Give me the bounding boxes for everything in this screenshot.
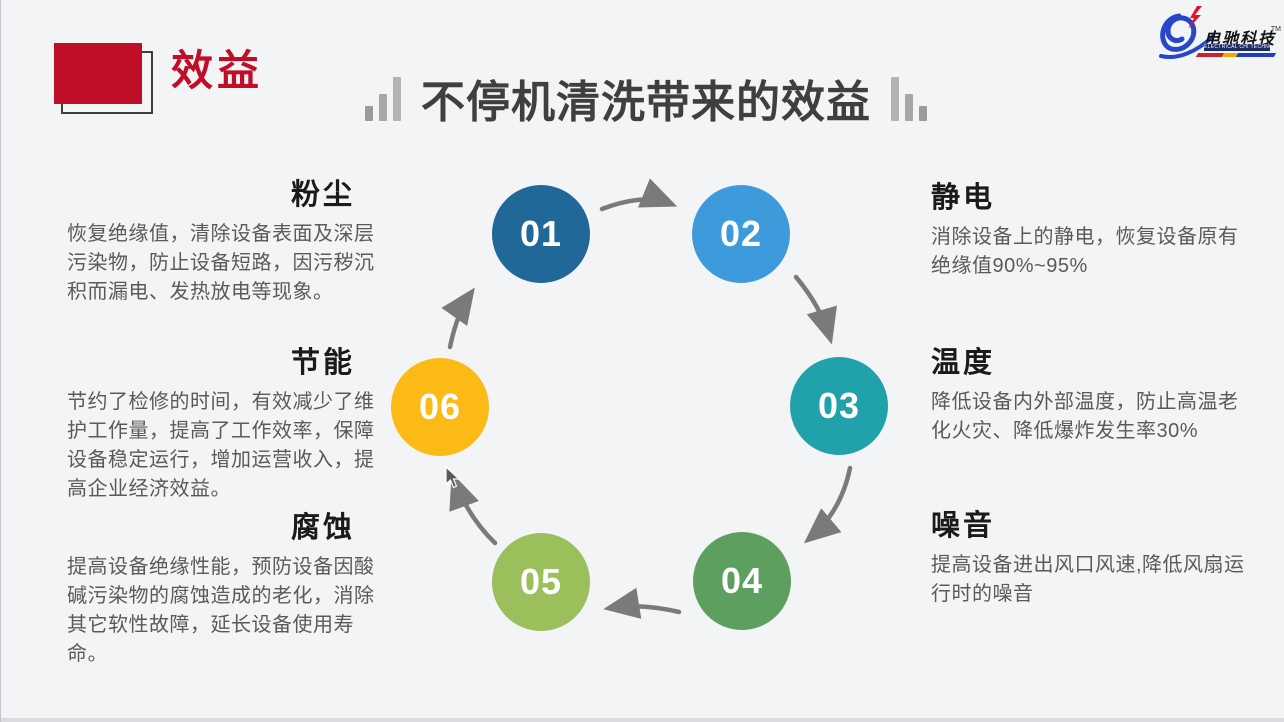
step-circle-05: 05 — [492, 533, 590, 631]
section-tag: 效益 — [171, 47, 264, 94]
brand-logo: 电驰科技 ELECTRICAL CHI TECHNOLOGY TM — [1157, 4, 1281, 64]
step-number: 03 — [817, 385, 861, 426]
step-number: 02 — [719, 213, 763, 254]
benefit-body: 提高设备绝缘性能，预防设备因酸碱污染物的腐蚀造成的老化，消除其它软性故障，延长设… — [67, 555, 375, 665]
benefit-body: 降低设备内外部温度，防止高温老化火灾、降低爆炸发生率30% — [931, 390, 1239, 442]
logo-stripe — [1195, 53, 1277, 57]
benefit-static: 静电 消除设备上的静电，恢复设备原有绝缘值90%~95% — [931, 182, 1253, 281]
benefit-title: 噪音 — [931, 510, 996, 542]
benefit-energy-saving: 节能 节约了检修的时间，有效减少了维护工作量，提高了工作效率，保障设备稳定运行，… — [67, 347, 381, 504]
title-bars-right-icon — [891, 75, 927, 121]
benefit-title: 腐蚀 — [290, 512, 355, 544]
benefit-title: 温度 — [931, 347, 996, 379]
trademark-symbol: TM — [1270, 26, 1281, 33]
bottom-edge-strip — [1, 718, 1284, 722]
benefit-corrosion: 腐蚀 提高设备绝缘性能，预防设备因酸碱污染物的腐蚀造成的老化，消除其它软性故障，… — [67, 512, 381, 669]
arrow-05-06 — [449, 472, 498, 546]
step-circle-01: 01 — [492, 185, 590, 283]
step-number: 01 — [519, 213, 563, 254]
brand-name-en: ELECTRICAL CHI TECHNOLOGY — [1204, 44, 1270, 51]
step-circle-06: 06 — [391, 358, 489, 456]
step-circle-03: 03 — [790, 357, 888, 455]
slide-title: 不停机清洗带来的效益 — [421, 78, 871, 127]
benefit-body: 节约了检修的时间，有效减少了维护工作量，提高了工作效率，保障设备稳定运行，增加运… — [67, 390, 375, 500]
arrow-01-02 — [599, 178, 678, 212]
arrow-03-04 — [803, 465, 853, 544]
benefit-noise: 噪音 提高设备进出风口风速,降低风扇运行时的噪音 — [931, 510, 1253, 609]
arrow-04-05 — [603, 587, 682, 619]
brand-name: 电驰科技 — [1204, 31, 1277, 48]
arrow-06-01 — [441, 287, 475, 350]
step-circle-04: 04 — [693, 532, 791, 630]
title-bars-left-icon — [365, 75, 401, 121]
benefit-title: 粉尘 — [290, 179, 355, 211]
step-number: 05 — [519, 561, 563, 602]
step-number: 06 — [418, 386, 462, 427]
step-number: 04 — [720, 560, 764, 601]
lightning-bolt-icon — [1188, 6, 1202, 29]
benefit-dust: 粉尘 恢复绝缘值，清除设备表面及深层污染物，防止设备短路，因污秽沉积而漏电、发热… — [67, 179, 381, 307]
benefit-body: 恢复绝缘值，清除设备表面及深层污染物，防止设备短路，因污秽沉积而漏电、发热放电等… — [67, 222, 375, 303]
benefit-body: 提高设备进出风口风速,降低风扇运行时的噪音 — [931, 553, 1245, 605]
step-circle-02: 02 — [692, 185, 790, 283]
benefit-temperature: 温度 降低设备内外部温度，防止高温老化火灾、降低爆炸发生率30% — [931, 347, 1253, 446]
benefit-body: 消除设备上的静电，恢复设备原有绝缘值90%~95% — [931, 225, 1239, 277]
arrow-02-03 — [793, 274, 837, 345]
tag-red-rect — [54, 43, 142, 104]
benefit-title: 节能 — [290, 347, 355, 379]
mouse-cursor — [445, 466, 461, 489]
benefit-title: 静电 — [931, 182, 996, 214]
slide-title-row: 不停机清洗带来的效益 — [331, 70, 961, 127]
logo-swoosh-icon — [1159, 6, 1215, 59]
